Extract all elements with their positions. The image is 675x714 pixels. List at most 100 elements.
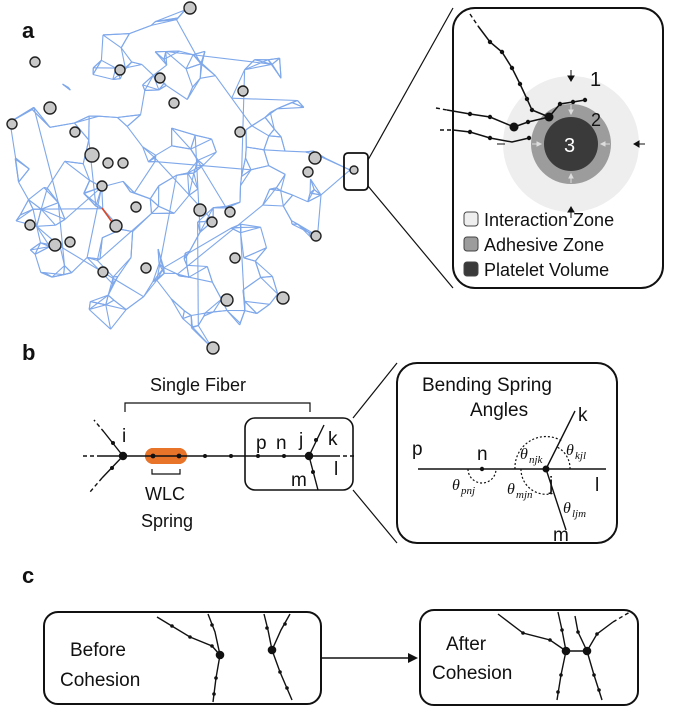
network-fiber-segment [243,257,256,262]
network-fiber-segment [239,310,246,324]
network-fiber-segment [297,223,310,233]
network-fiber-segment [268,57,280,61]
bending-title-line1: Bending Spring [422,375,552,396]
platelet-marker [69,126,81,138]
after-fiber-nodes [521,628,601,694]
bending-arcs [467,435,571,495]
network-fiber-segment [142,84,146,91]
network-fiber-segment [96,237,103,261]
network-fiber-segment [240,226,261,234]
network-fiber-segment [246,146,264,151]
network-fiber-segment [144,89,159,91]
network-fiber-segment [241,169,252,177]
angle-theta-ljm: θ ljm [563,500,586,520]
network-fiber-segment [74,115,90,124]
bending-zoom-box [244,417,354,491]
network-fiber-segment [251,116,266,127]
network-fiber-segment [165,84,188,100]
network-fiber-segment [125,296,144,311]
network-fiber-segment [142,74,154,86]
network-fiber-segment [88,294,109,310]
single-fiber-bracket [124,402,311,412]
network-fiber-segment [158,174,177,187]
network-fiber-segment [187,172,199,190]
network-fiber-segment [269,293,279,305]
network-fiber-segment [193,172,199,190]
network-fiber-segment [313,189,322,196]
network-fiber-segment [204,298,222,314]
network-fiber-segment [148,154,157,163]
network-fiber-segment [244,59,269,71]
network-fiber-segment [188,276,213,283]
network-fiber-segment [34,242,41,255]
network-fiber-segment [34,254,42,273]
network-fiber-segment [105,304,127,311]
network-fiber-segment [291,220,299,225]
platelet-marker [6,118,18,130]
network-fiber-segment [177,204,264,275]
network-fiber-segment [171,127,192,150]
network-fiber-segment [242,276,262,291]
network-fiber-segment [144,75,154,91]
after-label-line2: Cohesion [432,663,512,684]
platelet-marker [183,1,197,15]
network-fiber-segment [112,78,121,80]
network-fiber-segment [158,205,175,214]
angle-theta-kjl: θ kjl [566,442,586,462]
network-fiber-segment [213,205,227,209]
before-fiber-nodes [170,622,289,696]
network-fiber-segment [264,108,278,118]
network-fiber-segment [264,117,275,130]
platelet-marker [276,291,290,305]
network-fiber-segment [200,63,216,77]
network-fiber-segment [213,309,228,313]
network-fiber-segment [211,138,217,153]
network-fiber-segment [88,301,91,310]
inset-fiber-nodes [467,39,588,141]
network-fiber-segment [83,180,91,194]
network-fiber-segment [46,187,59,204]
network-fiber-segment [280,174,286,191]
platelet-marker [43,101,57,115]
network-fiber-segment [226,310,241,324]
network-fiber-segment [276,187,282,192]
zoom-line-bottom [367,185,454,289]
network-fiber-segment [239,176,243,186]
network-fiber-segment [40,188,48,210]
platelet-marker [84,147,100,163]
platelet-marker [220,293,234,307]
network-fiber-segment [240,232,246,311]
network-fiber-segment [268,165,286,175]
platelet-marker [24,219,36,231]
after-label-line1: After [446,634,487,655]
network-fiber-segment [41,202,59,210]
network-fiber-segment [86,256,98,261]
network-fiber-segment [263,135,270,150]
network-fiber-segment [280,136,286,152]
platelet-marker [234,126,246,138]
panel-c-letter: c [22,563,34,588]
network-fiber-segment [177,273,190,278]
network-fiber-segment [185,54,194,70]
network-fiber-segment [98,115,118,119]
network-fiber-segment [99,213,152,260]
after-cohesion-box [419,609,639,706]
legend-swatch-interaction [463,211,479,227]
network-fiber-segment [163,227,232,269]
network-fiber-segment [197,207,214,223]
network-fiber-segment [231,97,298,102]
bending-nodes [479,465,550,473]
network-fiber-segment [189,207,214,252]
network-fiber-segment [268,135,282,138]
svg-text:θ: θ [566,442,574,459]
network-fiber-segment [280,190,293,196]
network-fiber-segment [263,149,286,152]
node-label-n: n [276,433,287,454]
main-fiber [83,419,356,493]
legend-label-adhesive: Adhesive Zone [484,235,604,255]
network-fiber-segment [15,214,21,222]
network-fiber-segment [90,294,109,303]
network-fiber-segment [182,318,193,328]
network-fiber-segment [152,272,165,283]
